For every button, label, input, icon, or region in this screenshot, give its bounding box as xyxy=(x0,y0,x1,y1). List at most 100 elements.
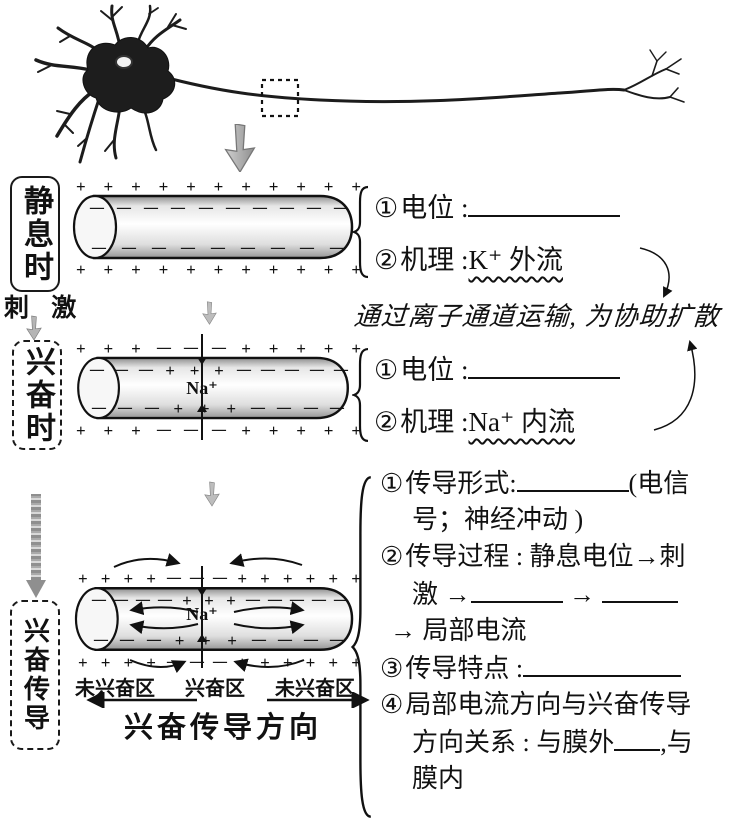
ion-channel-line xyxy=(201,334,203,440)
charge-sign: − xyxy=(88,361,106,380)
charge-sign: − xyxy=(328,399,346,418)
brace-excited xyxy=(352,346,372,444)
charge-sign: + xyxy=(260,569,270,588)
charge-sign: + xyxy=(78,653,88,672)
charge-sign: + xyxy=(76,421,86,440)
charge-sign: − xyxy=(179,239,197,258)
charge-sign: − xyxy=(249,631,268,650)
charge-sign: − xyxy=(136,361,155,380)
charge-sign: − xyxy=(144,631,163,650)
charge-sign: + xyxy=(123,569,134,588)
qa-line: ①传导形式:(电信 xyxy=(380,464,743,501)
fill-blank xyxy=(601,575,678,603)
mechanism-answer: K⁺ 外流 xyxy=(468,245,563,275)
charge-sign: − xyxy=(92,631,110,650)
charge-row-rest-top-inside: −−−−−−−−−− xyxy=(88,199,350,218)
charge-sign: + xyxy=(296,177,306,196)
note-text: 通过离子通道运输, 为协助扩散 xyxy=(352,302,721,331)
charge-sign: − xyxy=(310,591,328,610)
na-influx-arrow-bottom xyxy=(197,404,207,412)
charge-sign: − xyxy=(118,631,136,650)
charge-sign: + xyxy=(260,653,270,672)
qa-text: 传导形式: xyxy=(405,469,517,498)
charge-sign: − xyxy=(275,631,294,650)
brace-conduction xyxy=(350,466,376,828)
charge-sign: − xyxy=(248,399,267,418)
stage-label-text: 兴奋时 xyxy=(21,345,54,445)
charge-sign: + xyxy=(328,569,339,588)
charge-sign: + xyxy=(241,421,251,440)
charge-sign: + xyxy=(103,177,114,196)
charge-row-rest-top-outside: +++++++++++ xyxy=(70,178,367,195)
charge-sign: − xyxy=(115,199,133,218)
fill-blank xyxy=(614,723,661,751)
charge-sign: + xyxy=(351,260,361,279)
na-influx-arrow-bottom xyxy=(197,634,207,642)
charge-sign: − xyxy=(332,591,350,610)
charge-sign: − xyxy=(90,399,108,418)
mechanism-answer: Na⁺ 内流 xyxy=(468,407,575,437)
qa-text: 传导过程 : 静息电位→刺 xyxy=(405,542,686,571)
fill-blank xyxy=(523,649,682,677)
charge-sign: + xyxy=(214,361,224,380)
neuron-nucleus xyxy=(115,55,133,69)
fill-blank xyxy=(470,575,563,603)
stage-flow-arrow-icon xyxy=(202,301,217,325)
circled-number: ② xyxy=(374,245,399,275)
circled-number: ② xyxy=(380,542,404,571)
qa-line: ④局部电流方向与兴奋传导 xyxy=(380,686,743,723)
local-current-arrows xyxy=(113,553,305,674)
charge-sign: − xyxy=(250,199,269,218)
charge-sign: + xyxy=(268,339,279,358)
charge-sign: + xyxy=(131,177,141,196)
qa-text: 局部电流方向与兴奋传导 xyxy=(405,690,692,719)
charge-sign: + xyxy=(146,569,156,588)
charge-sign: − xyxy=(328,631,346,650)
charge-sign: + xyxy=(76,177,86,196)
charge-sign: − xyxy=(259,361,277,380)
charge-sign: + xyxy=(76,339,86,358)
charge-sign: + xyxy=(296,421,306,440)
stimulus-text: 刺 激 xyxy=(4,295,85,322)
na-inflow-arrow xyxy=(653,339,698,431)
charge-sign: − xyxy=(182,421,200,440)
charge-row-excited-top-outside: +++−−−+++++ xyxy=(70,340,367,357)
charge-sign: − xyxy=(302,631,320,650)
charge-sign: − xyxy=(298,239,317,258)
conduction-direction-label: 兴奋传导方向 xyxy=(123,712,322,744)
charge-sign: + xyxy=(268,177,279,196)
qa-line: 膜内 xyxy=(412,760,743,797)
charge-sign: − xyxy=(182,339,200,358)
fill-blank xyxy=(468,191,621,217)
qa-text: (电信 xyxy=(628,469,690,498)
charge-sign: − xyxy=(268,239,287,258)
conduction-direction-arrows xyxy=(86,692,370,708)
charge-sign: − xyxy=(209,421,228,440)
charge-sign: − xyxy=(116,399,135,418)
qa-line: 方向关系 : 与膜外 ,与 xyxy=(412,723,743,760)
charge-sign: + xyxy=(268,260,279,279)
charge-sign: + xyxy=(237,569,248,588)
charge-sign: − xyxy=(223,199,242,218)
charge-sign: + xyxy=(78,569,88,588)
charge-sign: + xyxy=(241,260,251,279)
qa-text: ,与 xyxy=(660,728,693,757)
na-influx-arrow-top xyxy=(197,588,207,596)
charge-sign: + xyxy=(323,177,334,196)
qa-text: 传导特点 : xyxy=(405,654,524,683)
charge-sign: + xyxy=(186,177,196,196)
charge-sign: + xyxy=(282,653,293,672)
charge-sign: + xyxy=(226,399,237,418)
qa-text: → xyxy=(562,580,602,609)
charge-sign: + xyxy=(328,653,339,672)
axon-cylinder-excited xyxy=(77,356,349,420)
charge-sign: − xyxy=(234,361,253,380)
charge-sign: + xyxy=(296,260,306,279)
charge-sign: − xyxy=(275,399,293,418)
charge-row-rest-bottom-inside: −−−−−−−−− xyxy=(90,239,346,258)
charge-sign: − xyxy=(112,591,130,610)
charge-sign: − xyxy=(88,199,106,218)
qa-text: 方向关系 : 与膜外 xyxy=(412,728,615,757)
stage-label-text: 兴奋传导 xyxy=(20,617,50,733)
